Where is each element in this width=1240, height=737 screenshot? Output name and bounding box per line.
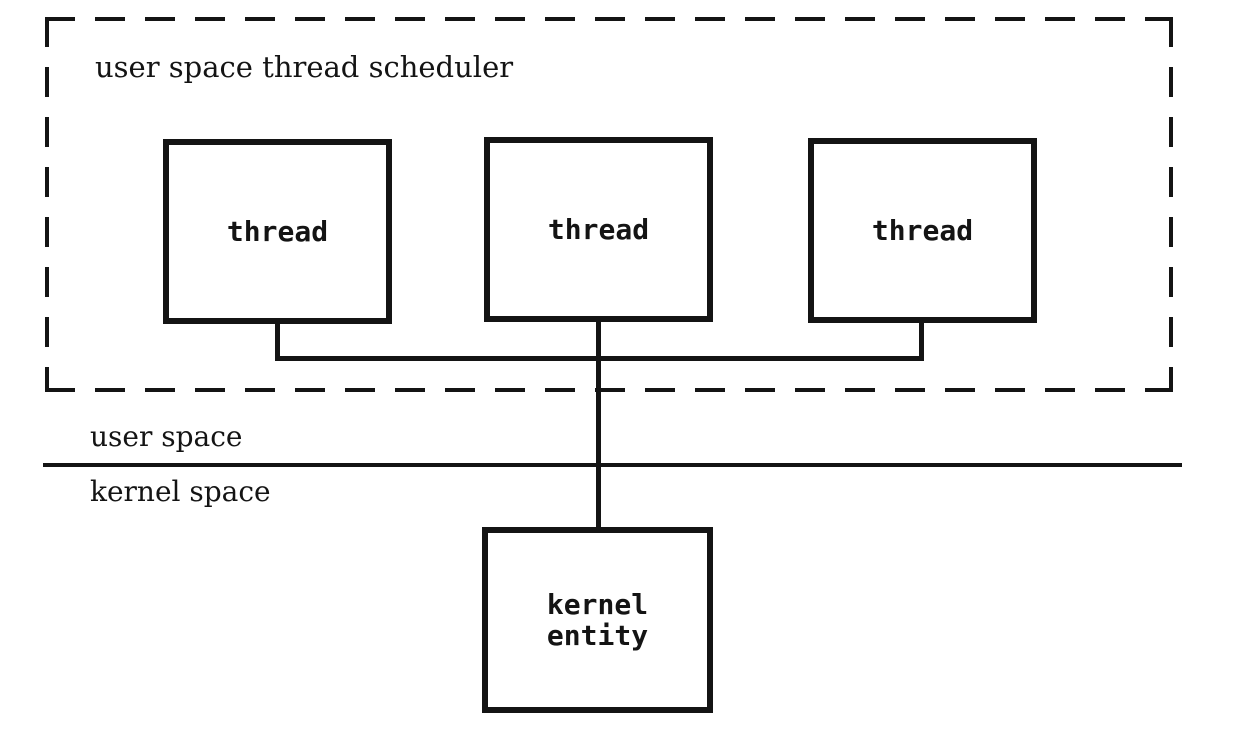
thread-box-3: thread xyxy=(808,138,1037,323)
connector-thread3-drop xyxy=(919,323,924,361)
scheduler-label: user space thread scheduler xyxy=(95,50,514,84)
user-space-label: user space xyxy=(90,420,243,453)
connector-trunk-to-kernel xyxy=(596,322,601,529)
connector-thread1-drop xyxy=(275,324,280,361)
kernel-entity-box: kernel entity xyxy=(482,527,713,713)
boundary-right-edge xyxy=(1169,17,1173,392)
user-kernel-divider xyxy=(43,463,1182,467)
boundary-top-edge xyxy=(45,17,1173,21)
boundary-bottom-edge xyxy=(45,388,1173,392)
kernel-space-label: kernel space xyxy=(90,475,271,508)
thread-label: thread xyxy=(226,215,329,248)
boundary-left-edge xyxy=(45,17,49,392)
thread-label: thread xyxy=(871,214,974,247)
thread-label: thread xyxy=(547,213,650,246)
thread-box-2: thread xyxy=(484,137,713,322)
kernel-entity-label: kernel entity xyxy=(546,588,649,652)
thread-box-1: thread xyxy=(163,139,392,324)
scheduler-boundary-box xyxy=(45,17,1173,392)
